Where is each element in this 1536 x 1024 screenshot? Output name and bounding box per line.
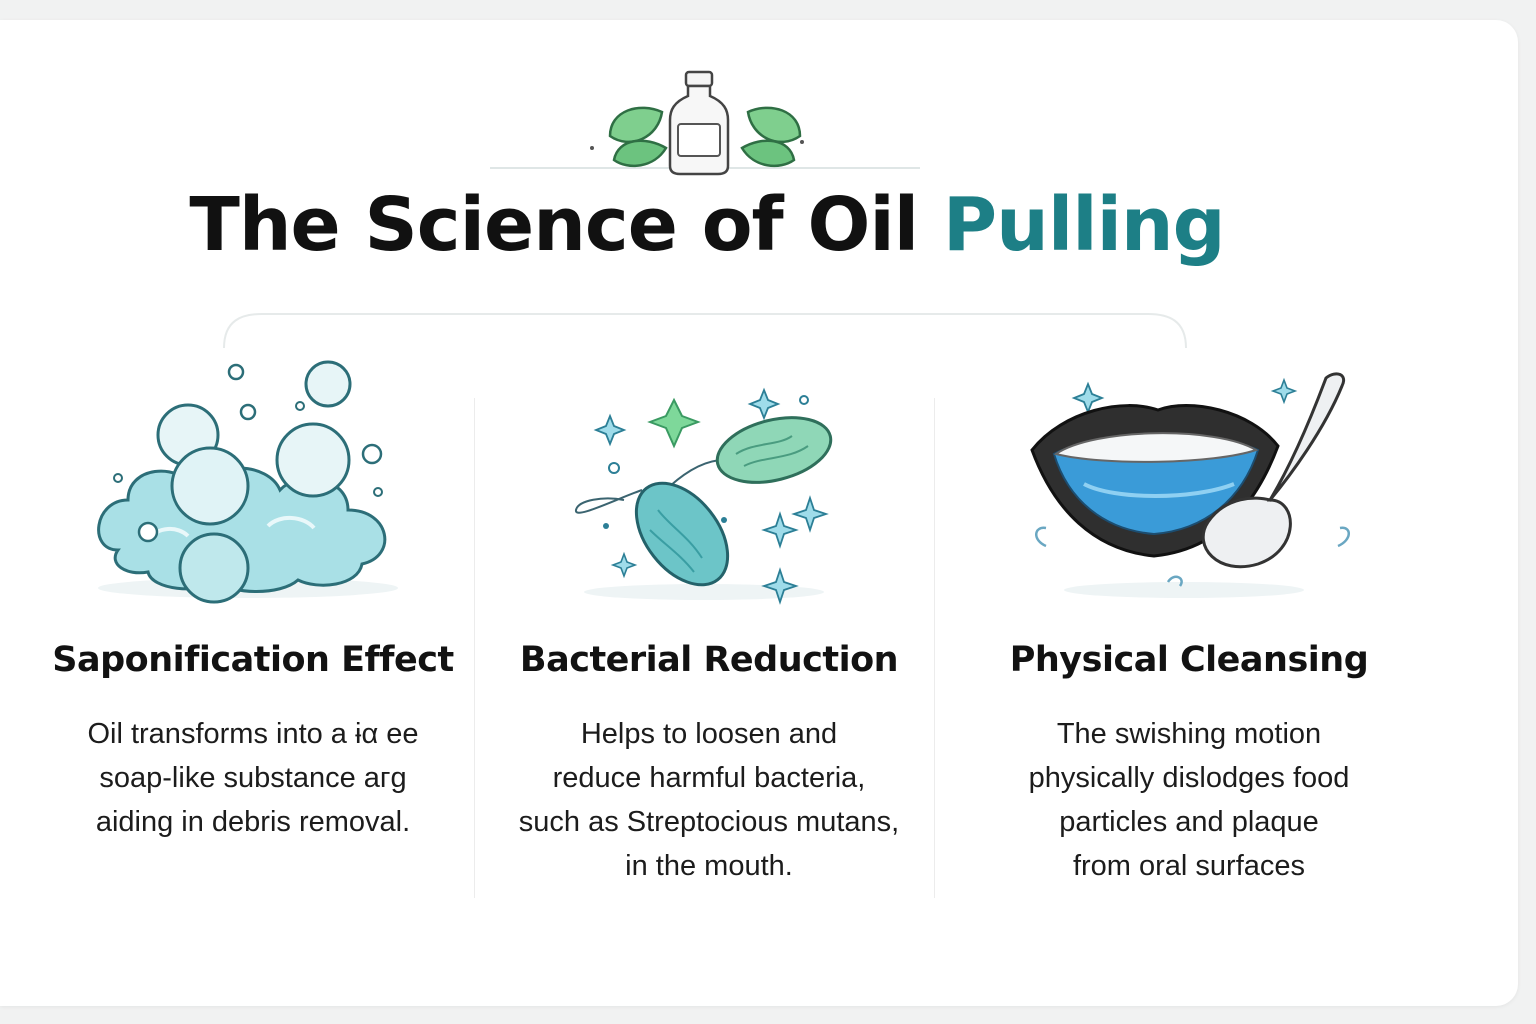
description-line: The swishing motion	[1056, 718, 1322, 750]
section-arc-divider	[223, 313, 1187, 349]
section-description: Oil transforms into a ɨα ee soap-like su…	[18, 712, 488, 844]
description-line: aiding in debris removal.	[95, 806, 411, 838]
description-line: particles and plaque	[1059, 806, 1319, 838]
description-line: reduce harmful bacteria,	[552, 762, 866, 794]
section-heading: Saponification Effect	[52, 640, 454, 680]
oil-bottle-with-leaves-icon	[490, 70, 920, 176]
page-title: The Science of Oil Pulling	[0, 180, 1414, 270]
title-accent: Pulling	[942, 182, 1226, 268]
section-description: The swishing motion physically dislodges…	[954, 712, 1424, 888]
column-divider-2	[934, 398, 935, 898]
soap-bubbles-icon	[97, 360, 398, 604]
section-physical-cleansing: Physical Cleansing The swishing motion p…	[954, 350, 1424, 910]
description-line: Helps to loosen and	[580, 718, 838, 750]
column-divider-1	[474, 398, 475, 898]
mouth-swish-icon	[1030, 372, 1350, 598]
section-saponification: Saponification Effect Oil transforms int…	[18, 350, 488, 910]
section-bacterial-reduction: Bacterial Reduction Helps to loosen and …	[474, 350, 944, 910]
section-heading: Bacterial Reduction	[519, 640, 899, 680]
description-line: Oil transforms into a ɨα ee	[87, 718, 419, 750]
description-line: physically dislodges food	[1028, 762, 1350, 794]
title-main: The Science of Oil	[189, 182, 943, 268]
section-heading: Physical Cleansing	[1009, 640, 1369, 680]
bacteria-icon	[575, 387, 833, 605]
description-line: soap-like substance aгɡ	[99, 762, 407, 794]
description-line: in the mouth.	[625, 850, 793, 882]
description-line: from oral surfaces	[1072, 850, 1306, 882]
description-line: such as Streptocious mutans,	[518, 806, 900, 838]
section-description: Helps to loosen and reduce harmful bacte…	[474, 712, 944, 888]
infographic-card: The Science of Oil Pulling Saponificatio…	[0, 20, 1518, 1006]
